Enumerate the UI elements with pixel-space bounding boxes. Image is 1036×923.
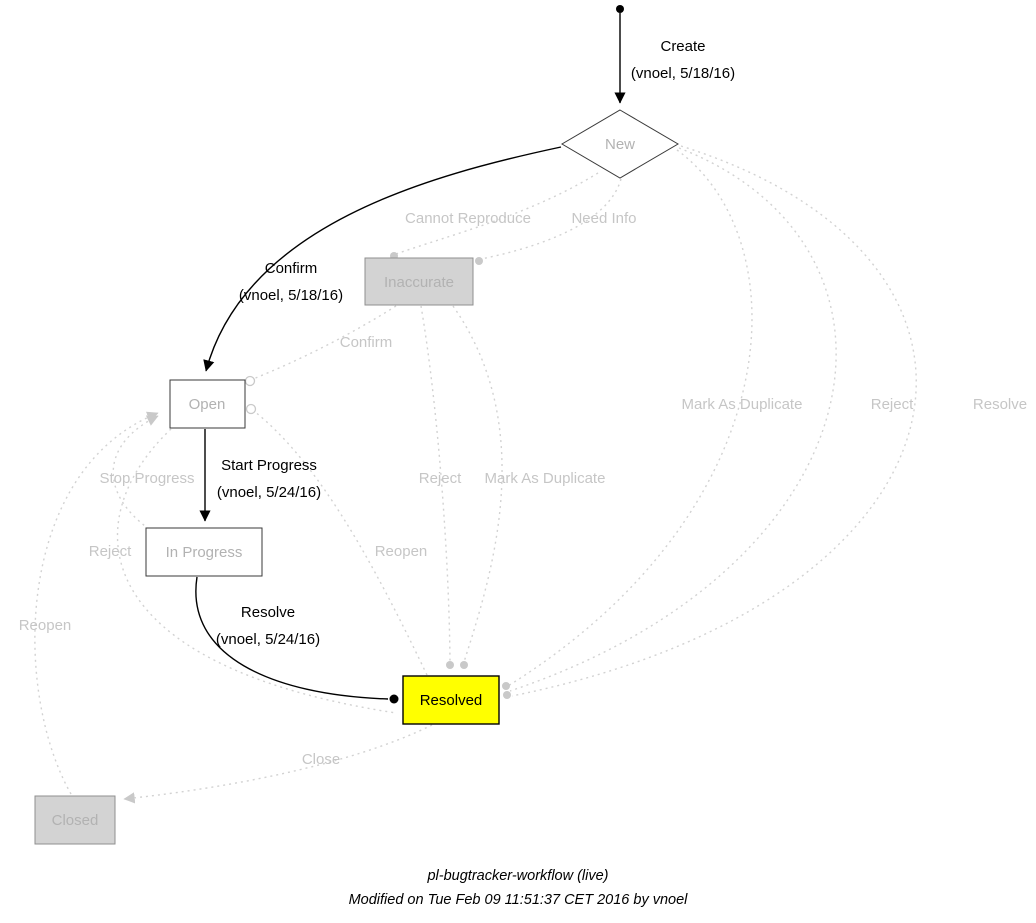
edge-resolve-line (195, 576, 389, 700)
node-new-label: New (605, 136, 635, 153)
node-inaccurate-shape (364, 257, 474, 306)
edge-need-info-line (480, 178, 622, 260)
edge-confirm-label: Confirm (265, 260, 318, 277)
edge-reject-left-label: Reject (89, 543, 132, 560)
edge-reject-mid-label: Reject (419, 470, 462, 487)
node-new: New (561, 109, 679, 179)
edge-reopen-resolved-line (253, 410, 428, 676)
node-closed-shape (34, 795, 116, 845)
edge-resolve-new-label: Resolve (973, 396, 1027, 413)
endpoint-dot (502, 682, 510, 690)
edge-confirm-detail: (vnoel, 5/18/16) (239, 287, 343, 304)
edge-confirm-inaccurate-line (252, 305, 397, 380)
edge-reopen-closed-line (34, 411, 159, 795)
node-open-shape (169, 379, 246, 429)
resolve-endpoint-dot (389, 694, 399, 704)
endpoint-dot (475, 257, 483, 265)
edge-stop-progress-label: Stop Progress (99, 470, 194, 487)
edge-start-progress-label: Start Progress (221, 457, 317, 474)
edge-cannot-reproduce-label: Cannot Reproduce (405, 210, 531, 227)
node-resolved-shape (402, 675, 500, 725)
edge-mark-as-duplicate-new-label: Mark As Duplicate (682, 396, 803, 413)
node-in-progress-label: In Progress (166, 544, 243, 561)
endpoint-ring (245, 403, 257, 415)
edge-need-info-label: Need Info (571, 210, 636, 227)
edge-confirm-inaccurate-label: Confirm (340, 334, 393, 351)
node-closed: Closed (34, 795, 116, 845)
edge-reject-new-label: Reject (871, 396, 914, 413)
edge-reopen-closed-label: Reopen (19, 617, 72, 634)
edge-mark-as-duplicate-new-line (507, 149, 753, 687)
endpoint-dot (503, 691, 511, 699)
node-resolved: Resolved (402, 675, 500, 725)
endpoint-dot (446, 661, 454, 669)
endpoint-ring (244, 375, 256, 387)
node-resolved-label: Resolved (420, 692, 483, 709)
node-new-shape (561, 109, 679, 179)
node-open: Open (169, 379, 246, 429)
edge-start-progress-detail: (vnoel, 5/24/16) (217, 484, 321, 501)
footer-modified: Modified on Tue Feb 09 11:51:37 CET 2016… (349, 892, 689, 908)
node-inaccurate-label: Inaccurate (384, 274, 454, 291)
edge-reject-new-line (509, 147, 837, 692)
edge-mark-as-duplicate-mid-label: Mark As Duplicate (485, 470, 606, 487)
edge-resolve-label: Resolve (241, 604, 295, 621)
edge-close-label: Close (302, 751, 340, 768)
node-in-progress: In Progress (145, 527, 263, 577)
edge-confirm-line (203, 146, 562, 372)
edge-resolve-detail: (vnoel, 5/24/16) (216, 631, 320, 648)
node-closed-label: Closed (52, 812, 99, 829)
start-dot (616, 5, 624, 13)
edge-create-label: Create (660, 38, 705, 55)
endpoint-dot (460, 661, 468, 669)
node-in-progress-shape (145, 527, 263, 577)
edge-close-line (123, 724, 433, 804)
edge-reopen-resolved-label: Reopen (375, 543, 428, 560)
edge-resolve-new-line (511, 145, 917, 697)
node-open-label: Open (189, 396, 226, 413)
edge-create-detail: (vnoel, 5/18/16) (631, 65, 735, 82)
edge-stop-progress-line (112, 415, 159, 530)
footer-title: pl-bugtracker-workflow (live) (426, 868, 608, 884)
node-inaccurate: Inaccurate (364, 257, 474, 306)
